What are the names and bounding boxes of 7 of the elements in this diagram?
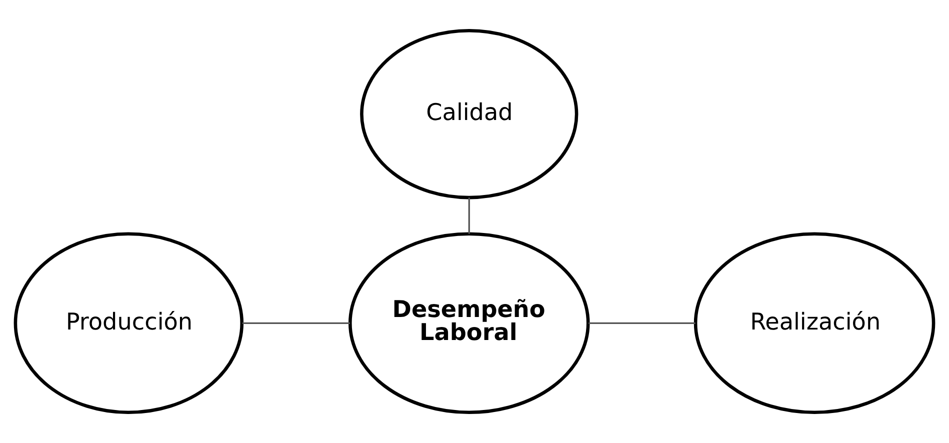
node-ellipse: Producción xyxy=(14,232,244,414)
connector xyxy=(468,198,470,234)
node-ellipse: Calidad xyxy=(360,28,578,200)
connector xyxy=(588,322,696,324)
node-ellipse: Desempeño Laboral xyxy=(348,232,590,414)
connector xyxy=(242,322,350,324)
node-ellipse: Realización xyxy=(694,232,936,414)
